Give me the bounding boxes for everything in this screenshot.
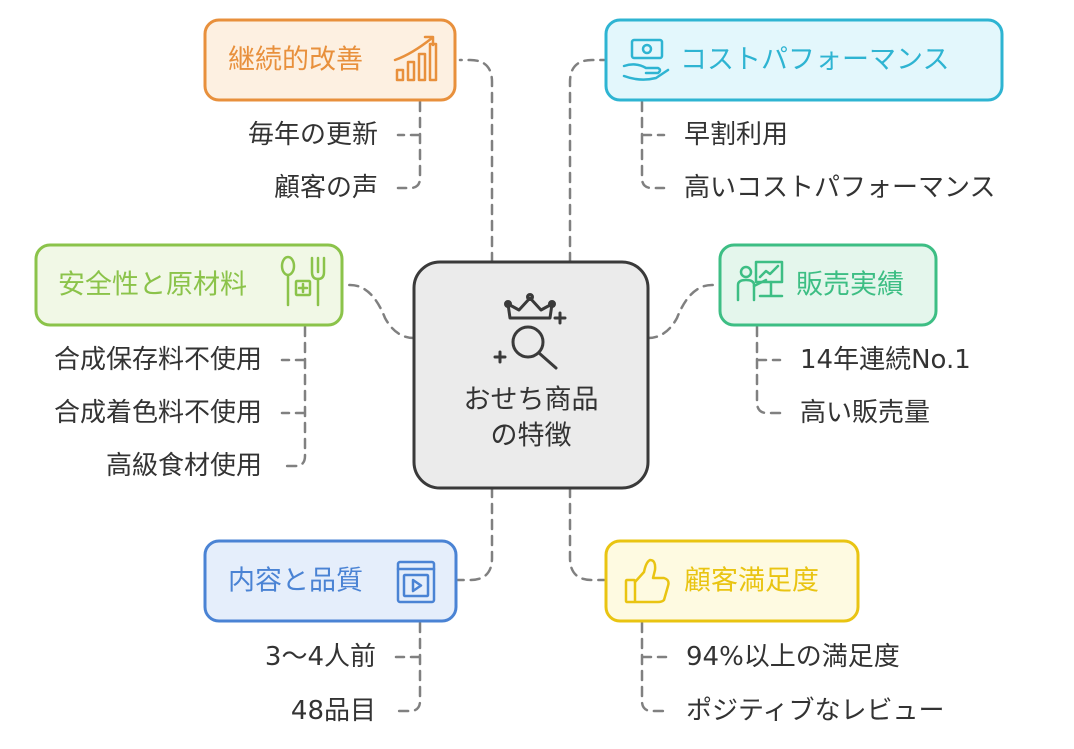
connector-sales-leaves — [755, 325, 782, 415]
node-sales[interactable]: 販売実績 — [718, 243, 938, 327]
center-title-line1: おせち商品 — [464, 385, 599, 416]
video-book-icon — [396, 560, 436, 604]
leaf-improvement-2: 顧客の声 — [274, 173, 378, 203]
connectors — [280, 58, 782, 713]
presenter-chart-icon — [736, 260, 784, 302]
leaf-content-1: 3〜4人前 — [265, 642, 376, 672]
center-node-box — [412, 260, 650, 490]
connector-safety-leaves — [280, 325, 307, 468]
connector-safety — [342, 283, 416, 340]
leaf-cost-1: 早割利用 — [684, 120, 788, 150]
leaf-content-2: 48品目 — [291, 696, 376, 726]
connector-cost — [568, 58, 606, 264]
node-improvement-label: 継続的改善 — [228, 45, 363, 76]
connector-improvement — [458, 58, 494, 264]
node-content-label: 内容と品質 — [228, 566, 363, 597]
fork-spoon-icon — [280, 255, 326, 307]
leaf-cost-2: 高いコストパフォーマンス — [684, 173, 995, 203]
leaf-satisfaction-1: 94%以上の満足度 — [686, 642, 900, 672]
leaf-improvement-1: 毎年の更新 — [248, 120, 378, 150]
center-node: おせち商品 の特徴 — [412, 260, 650, 490]
node-cost[interactable]: コストパフォーマンス — [604, 18, 1004, 102]
money-hand-icon — [622, 38, 670, 81]
crown-search-icon — [493, 293, 567, 370]
connector-improvement-leaves — [396, 100, 422, 190]
node-cost-label: コストパフォーマンス — [680, 45, 949, 76]
connector-sales — [646, 283, 720, 340]
node-content[interactable]: 内容と品質 — [203, 539, 458, 623]
connector-cost-leaves — [640, 100, 666, 190]
node-sales-label: 販売実績 — [796, 270, 904, 301]
node-safety-label: 安全性と原材料 — [58, 270, 247, 301]
leaf-sales-1: 14年連続No.1 — [800, 345, 971, 375]
connector-content — [456, 486, 494, 582]
leaf-safety-1: 合成保存料不使用 — [54, 345, 262, 375]
connector-satisfaction-leaves — [640, 621, 668, 713]
leaf-safety-3: 高級食材使用 — [106, 451, 262, 481]
center-title-line2: の特徴 — [491, 421, 572, 452]
node-safety[interactable]: 安全性と原材料 — [34, 243, 344, 327]
connector-content-leaves — [394, 621, 422, 713]
node-satisfaction[interactable]: 顧客満足度 — [604, 539, 860, 623]
node-satisfaction-label: 顧客満足度 — [684, 566, 819, 597]
chart-bar-icon — [393, 35, 438, 82]
thumbs-up-icon — [624, 558, 670, 604]
leaf-sales-2: 高い販売量 — [800, 398, 930, 428]
connector-satisfaction — [568, 486, 606, 582]
node-improvement[interactable]: 継続的改善 — [203, 18, 457, 102]
leaf-safety-2: 合成着色料不使用 — [54, 398, 262, 428]
leaf-satisfaction-2: ポジティブなレビュー — [686, 696, 944, 726]
